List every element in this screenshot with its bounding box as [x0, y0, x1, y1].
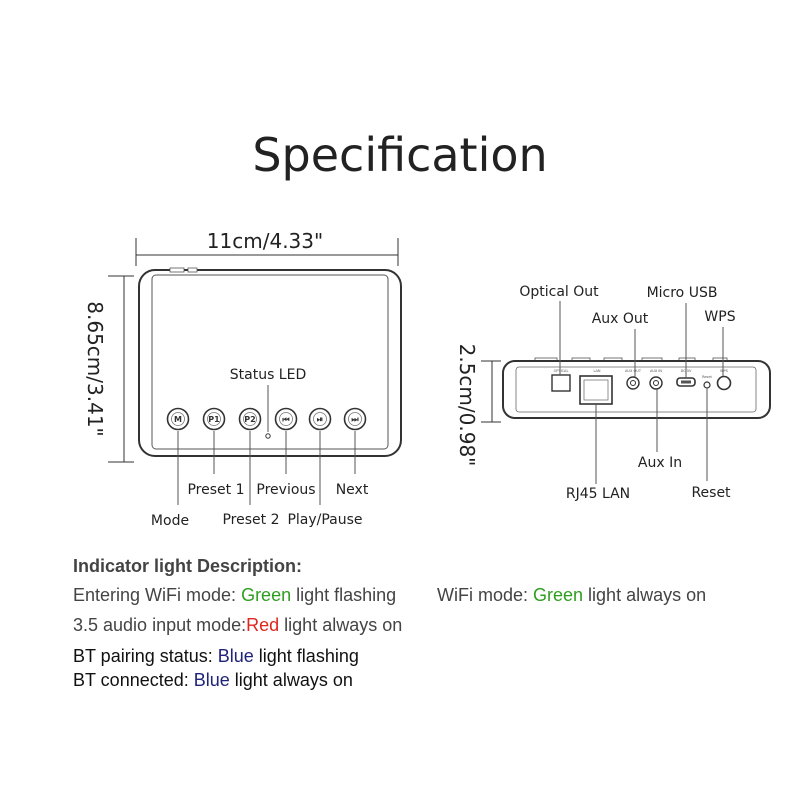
button-mode: M [166, 407, 190, 431]
preset1-label: Preset 1 [187, 482, 244, 498]
port-print-reset: Reset [702, 375, 712, 379]
play-pause-icon: ⏯ [317, 415, 323, 424]
indicator-text: light always on [229, 670, 353, 690]
aux-out-port [626, 376, 640, 390]
side-height-dim-label: 2.5cm/0.98" [455, 344, 479, 467]
port-print-optical: OPTICAL [554, 369, 569, 373]
button-previous: ⏮ [274, 407, 298, 431]
front-height-dim-label: 8.65cm/3.41" [83, 301, 107, 436]
indicator-row-audio-input: 3.5 audio input mode:Red light always on [73, 615, 402, 636]
page-title: Specification [252, 128, 548, 182]
micro-usb-port-inner [681, 380, 691, 384]
device-side-panel [515, 366, 757, 413]
previous-label: Previous [256, 482, 315, 498]
device-front-face [151, 274, 389, 450]
width-dim-label: 11cm/4.33" [207, 229, 323, 253]
button-preset-1-glyph: P1 [208, 415, 220, 424]
button-mode-glyph: M [174, 415, 182, 424]
aux-out-port-inner [630, 380, 636, 386]
indicator-text: 3.5 audio input mode: [73, 615, 247, 635]
indicator-text: light flashing [253, 646, 359, 666]
wps-label: WPS [704, 309, 735, 325]
optical-port [551, 374, 571, 392]
indicator-heading: Indicator light Description: [73, 556, 303, 576]
indicator-row-bt-connected: BT connected: Blue light always on [73, 670, 353, 691]
indicator-text: WiFi mode: [437, 585, 534, 605]
button-preset-2-glyph: P2 [244, 415, 255, 424]
button-preset-2: P2 [238, 407, 262, 431]
rj45-lan-label: RJ45 LAN [566, 486, 630, 502]
port-print-aux-out: AUX OUT [625, 369, 642, 373]
status-led-label: Status LED [230, 367, 307, 383]
previous-icon: ⏮ [282, 415, 289, 424]
optical-out-label: Optical Out [519, 284, 599, 300]
button-next: ⏭ [343, 407, 367, 431]
reset-label: Reset [691, 485, 731, 501]
port-print-wps: WPS [720, 369, 729, 373]
status-led [265, 433, 271, 439]
indicator-row-bt-pairing: BT pairing status: Blue light flashing [73, 646, 359, 667]
indicator-color-red: Red [246, 615, 280, 635]
front-view: 11cm/4.33" 8.65cm/3.41" M P1 P2 [83, 229, 402, 529]
preset2-label: Preset 2 [222, 512, 279, 528]
indicator-text: light always on [583, 585, 707, 605]
top-slot-right [187, 267, 198, 273]
micro-usb-label: Micro USB [647, 285, 718, 301]
next-label: Next [336, 482, 369, 498]
mode-label: Mode [151, 513, 189, 529]
top-slot-left [169, 267, 185, 273]
indicator-text: Entering WiFi mode: [73, 585, 242, 605]
side-view: 2.5cm/0.98" OPTICAL LAN AUX OUT AUX IN D… [455, 284, 771, 502]
indicator-text: light always on [279, 615, 403, 635]
next-icon: ⏭ [351, 415, 359, 424]
button-play-pause: ⏯ [308, 407, 332, 431]
reset-hole [703, 381, 711, 389]
indicator-color-blue: Blue [193, 670, 230, 690]
aux-out-label: Aux Out [592, 311, 649, 327]
indicator-row-wifi-entering: Entering WiFi mode: Green light flashing [73, 585, 396, 606]
indicator-text: light flashing [291, 585, 397, 605]
indicator-row-wifi-mode: WiFi mode: Green light always on [437, 585, 706, 606]
indicator-text: BT pairing status: [73, 646, 218, 666]
port-print-lan: LAN [593, 369, 600, 373]
wps-button [716, 375, 732, 391]
aux-in-port-inner [653, 380, 659, 386]
indicator-color-green: Green [241, 585, 292, 605]
aux-in-port [649, 376, 663, 390]
port-print-aux-in: AUX IN [650, 369, 662, 373]
indicator-color-blue: Blue [217, 646, 254, 666]
aux-in-label: Aux In [638, 455, 682, 471]
button-preset-1: P1 [202, 407, 226, 431]
rj45-port-inner [583, 379, 609, 401]
play-pause-label: Play/Pause [287, 512, 362, 528]
indicator-color-green: Green [533, 585, 584, 605]
indicator-text: BT connected: [73, 670, 194, 690]
